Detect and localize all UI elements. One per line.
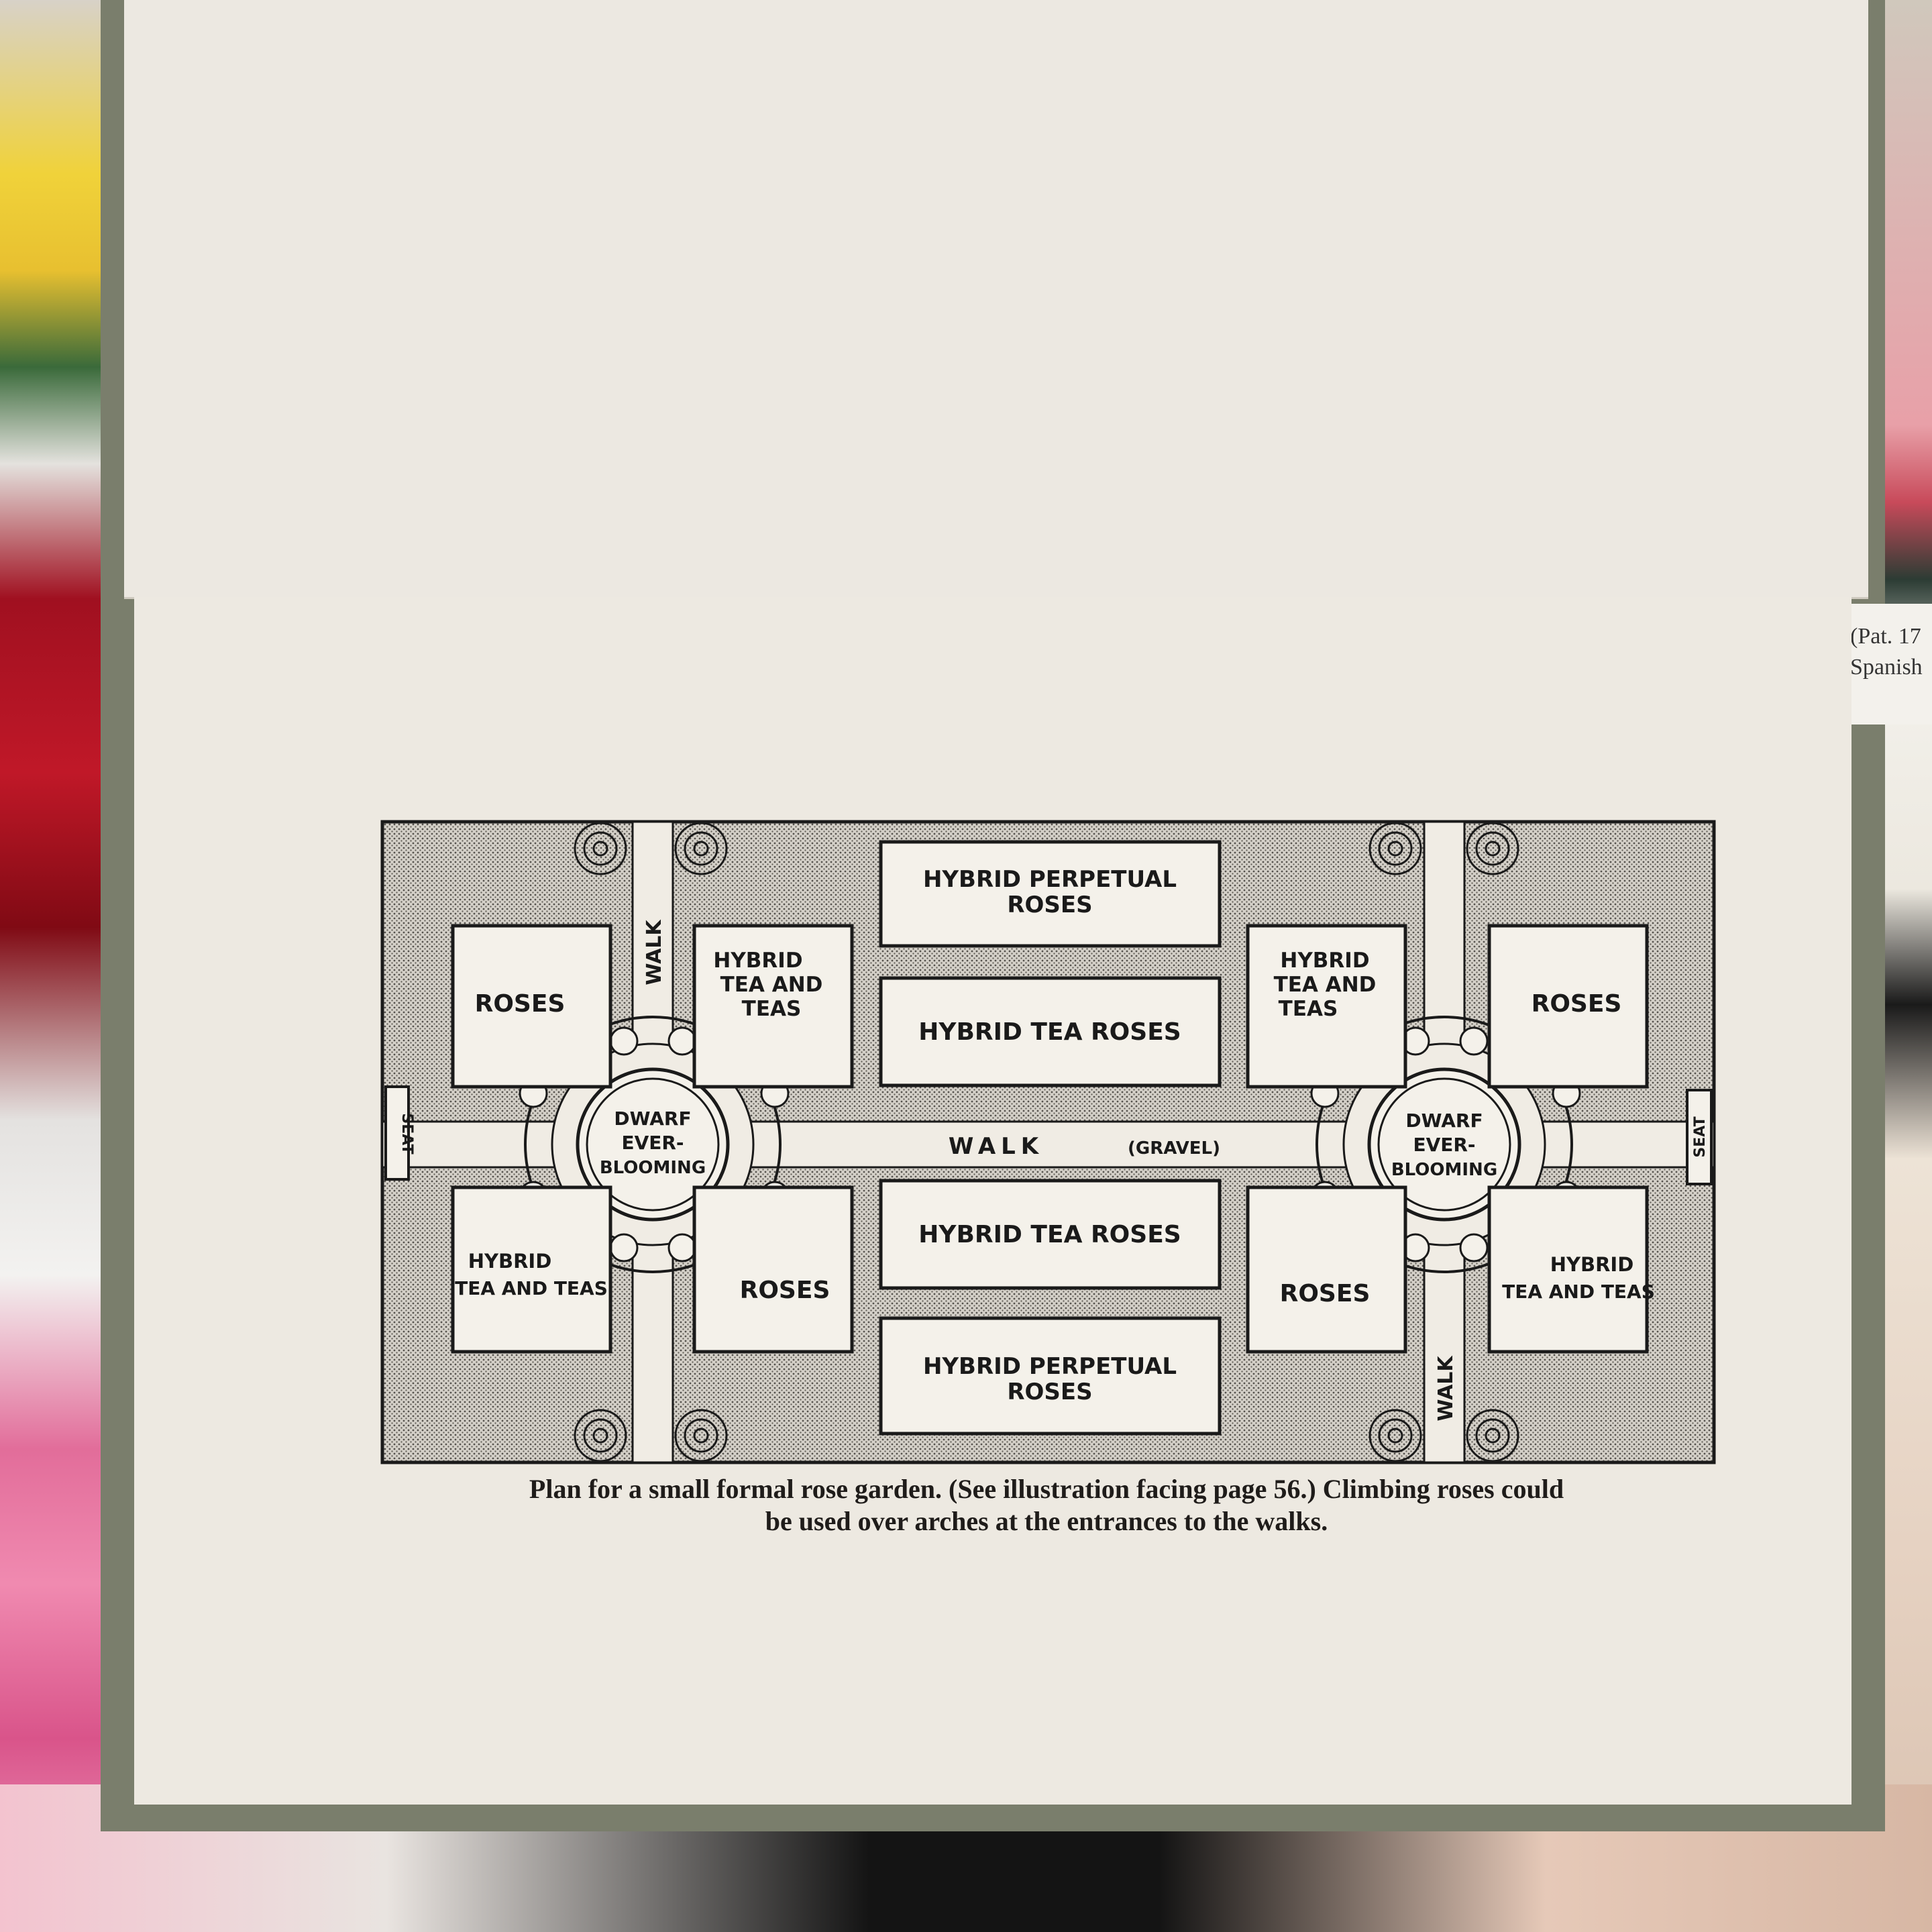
bed-htt-br	[1487, 1185, 1649, 1354]
label-htt-tr-1: HYBRID	[1280, 949, 1369, 973]
side-page-line-2: Spanish	[1850, 655, 1923, 680]
caption-line-1: Plan for a small formal rose garden. (Se…	[529, 1474, 1564, 1504]
label-dwarf-l-3: BLOOMING	[600, 1158, 706, 1178]
label-dwarf-r-2: EVER-	[1413, 1134, 1475, 1156]
bed-roses-bl	[692, 1185, 854, 1354]
label-htt-tr-3: TEAS	[1279, 997, 1338, 1021]
garden-plan-svg: HYBRID PERPETUAL ROSES HYBRID TEA ROSES …	[380, 820, 1716, 1464]
bed-roses-tr	[1487, 924, 1649, 1089]
label-dwarf-l-2: EVER-	[621, 1132, 684, 1154]
bed-roses-tl	[451, 924, 612, 1089]
label-roses-br: ROSES	[1280, 1280, 1371, 1307]
label-dwarf-r-1: DWARF	[1405, 1110, 1483, 1132]
label-htt-tl-2: TEA AND	[720, 973, 823, 997]
side-page-fragment: (Pat. 17 Spanish	[1845, 604, 1932, 724]
bed-hp-bottom	[879, 1316, 1222, 1436]
caption-line-2: be used over arches at the entrances to …	[765, 1506, 1328, 1536]
label-gravel: (GRAVEL)	[1128, 1138, 1220, 1159]
label-roses-bl: ROSES	[740, 1277, 830, 1304]
label-htt-tl-1: HYBRID	[713, 949, 802, 973]
label-hp-bottom-2: ROSES	[1007, 1379, 1092, 1405]
label-seat-right: SEAT	[1692, 1116, 1709, 1157]
label-walk-main: WALK	[949, 1133, 1044, 1160]
bed-htt-tr	[1246, 924, 1407, 1089]
bed-ht-bottom	[879, 1179, 1222, 1290]
label-hp-top-1: HYBRID PERPETUAL	[923, 866, 1177, 893]
side-page-line-1: (Pat. 17	[1850, 624, 1921, 649]
upper-page: SESgrow in soil that long remainslants w…	[124, 0, 1868, 599]
label-hp-top-2: ROSES	[1007, 892, 1092, 918]
label-roses-tl: ROSES	[475, 990, 566, 1018]
label-htt-br-2: TEA AND TEAS	[1502, 1281, 1655, 1303]
label-htt-tr-2: TEA AND	[1274, 973, 1377, 997]
bed-ht-top	[879, 976, 1222, 1087]
label-htt-tl-3: TEAS	[742, 997, 802, 1021]
label-dwarf-r-3: BLOOMING	[1391, 1160, 1497, 1180]
label-htt-bl-1: HYBRID	[468, 1250, 552, 1273]
upper-page-line: or the back row. Beds for a	[54, 0, 93, 1093]
upper-page-line: rid Perpetuals or robust grow-	[93, 0, 132, 1093]
bed-htt-tl	[692, 924, 854, 1089]
dwarf-bed-right	[1367, 1067, 1521, 1222]
bed-hp-top	[879, 840, 1222, 948]
label-dwarf-l-1: DWARF	[614, 1108, 691, 1130]
bed-htt-bl	[451, 1185, 612, 1354]
label-ht-bottom: HYBRID TEA ROSES	[918, 1221, 1181, 1248]
label-roses-tr: ROSES	[1532, 990, 1622, 1018]
label-ht-top: HYBRID TEA ROSES	[918, 1018, 1181, 1046]
figure-caption: Plan for a small formal rose garden. (Se…	[376, 1473, 1717, 1538]
garden-plan: HYBRID PERPETUAL ROSES HYBRID TEA ROSES …	[379, 818, 1717, 1466]
seat-left	[384, 1085, 410, 1181]
bed-roses-br	[1246, 1185, 1407, 1354]
label-seat-left: SEAT	[398, 1113, 415, 1154]
seat-right	[1686, 1089, 1713, 1185]
dwarf-bed-left	[576, 1067, 730, 1222]
label-hp-bottom-1: HYBRID PERPETUAL	[923, 1353, 1177, 1380]
label-walk-left: WALK	[643, 919, 666, 985]
upper-page-line: fteen to eighteen inches wide;	[15, 0, 54, 1093]
label-htt-br-1: HYBRID	[1550, 1253, 1634, 1276]
label-htt-bl-2: TEA AND TEAS	[455, 1277, 608, 1299]
label-walk-right: WALK	[1434, 1355, 1458, 1421]
